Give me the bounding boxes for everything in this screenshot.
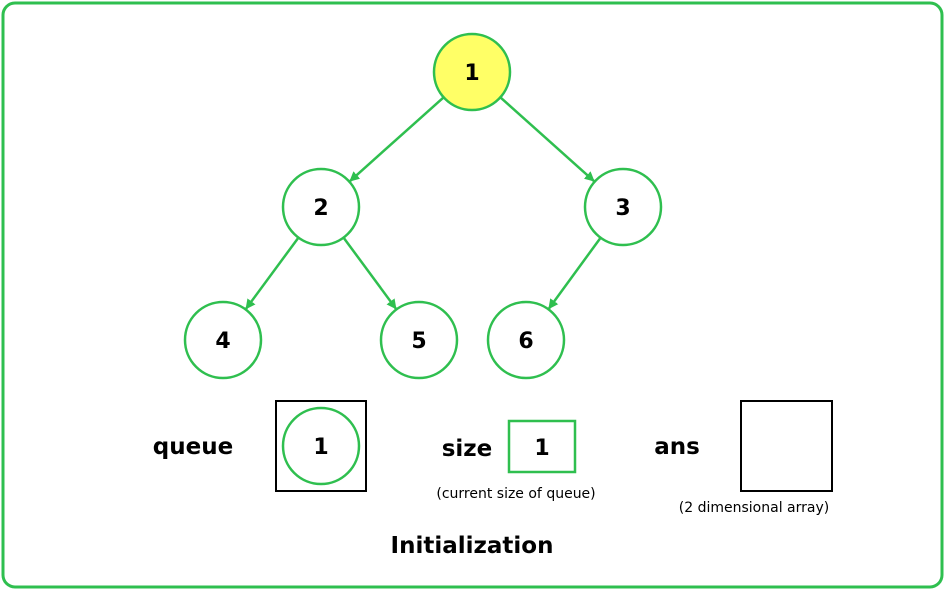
tree-node-label: 2 [313, 196, 328, 221]
queue-item-circle [281, 406, 361, 486]
ans-box [740, 400, 833, 492]
tree-node-label: 6 [518, 329, 533, 354]
tree-node-circle [583, 167, 663, 247]
tree-edge-n1-n3 [499, 96, 595, 182]
queue-item-label: 1 [313, 435, 328, 460]
queue-box [275, 400, 367, 492]
tree-node-circle [486, 300, 566, 380]
tree-node-1: 1 [432, 32, 512, 112]
tree-node-circle [183, 300, 263, 380]
tree-node-label: 4 [215, 329, 230, 354]
ans-section: ans (2 dimensional array) [654, 400, 833, 516]
tree-edge-n2-n5 [342, 236, 397, 310]
ans-label: ans [654, 434, 700, 460]
tree-node-5: 5 [379, 300, 459, 380]
size-section: size 1 (current size of queue) [436, 419, 596, 502]
queue-label: queue [153, 434, 233, 460]
tree-node-circle [432, 32, 512, 112]
size-note: (current size of queue) [436, 486, 595, 502]
tree-node-3: 3 [583, 167, 663, 247]
queue-section: queue 1 [153, 400, 367, 492]
tree-edge-n1-n2 [349, 96, 445, 182]
tree-node-circle [281, 167, 361, 247]
tree-nodes: 1 2 3 4 5 6 [183, 32, 663, 380]
tree-node-label: 3 [615, 196, 630, 221]
tree-node-circle [379, 300, 459, 380]
tree-node-4: 4 [183, 300, 263, 380]
tree-edges [245, 96, 602, 310]
tree-node-label: 1 [464, 61, 479, 86]
tree-node-2: 2 [281, 167, 361, 247]
tree-edge-n3-n6 [547, 236, 602, 310]
tree-node-label: 5 [411, 329, 426, 354]
tree-edge-n2-n4 [245, 236, 300, 310]
tree-node-6: 6 [486, 300, 566, 380]
size-value: 1 [534, 436, 549, 461]
size-label: size [442, 436, 493, 462]
ans-note: (2 dimensional array) [679, 500, 829, 516]
diagram-caption: Initialization [391, 533, 554, 559]
size-box [507, 419, 577, 474]
